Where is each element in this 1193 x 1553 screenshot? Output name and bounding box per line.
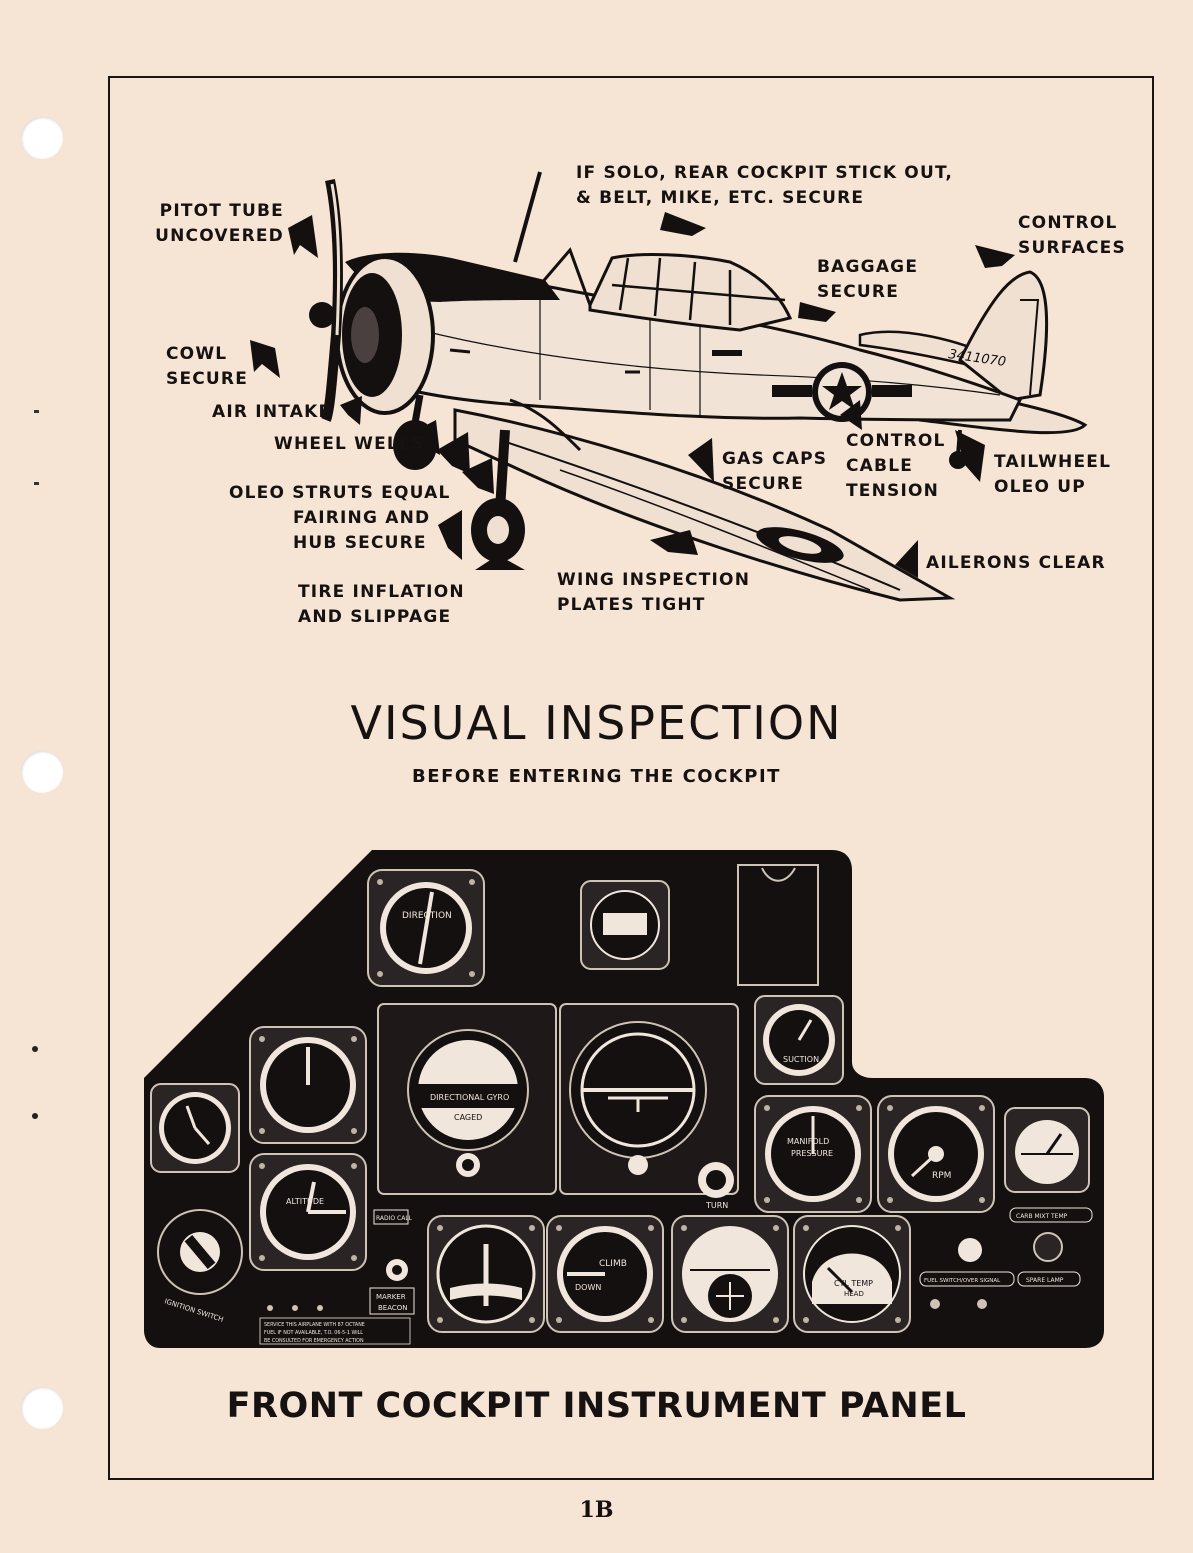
suction-label: SUCTION (783, 1055, 819, 1064)
manifold-label: MANIFOLD (787, 1137, 829, 1146)
fuel-warning-lamp (958, 1238, 982, 1262)
ignition-switch (157, 1209, 243, 1295)
service-note-line1: SERVICE THIS AIRPLANE WITH 87 OCTANE (264, 1322, 365, 1328)
cyl-temp-label: CYL TEMP (834, 1279, 873, 1288)
cylinder-head-temp-gauge: CYL TEMP HEAD (793, 1215, 911, 1333)
service-note-line3: BE CONSULTED FOR EMERGENCY ACTION (264, 1338, 364, 1344)
margin-mark (34, 410, 39, 413)
compass-label: DIRECTION (402, 911, 452, 921)
fuel-switch-placard: FUEL SWITCH/OVER SIGNAL (924, 1278, 1001, 1284)
page-frame (108, 76, 1154, 1480)
spare-lamp-placard: SPARE LAMP (1026, 1277, 1064, 1284)
punch-hole (21, 1387, 63, 1429)
artificial-horizon (569, 1021, 707, 1175)
label-wheel-wells: WHEEL WELLS (274, 434, 425, 454)
margin-mark (32, 1113, 38, 1119)
marker-beacon-placard-line1: MARKER (376, 1293, 406, 1301)
turn-knob: TURN (698, 1162, 734, 1210)
radio-compass-gauge (580, 880, 670, 970)
turn-indicator-gauge (427, 1215, 545, 1333)
section-title: VISUAL INSPECTION (350, 696, 843, 750)
suction-gauge: SUCTION (754, 995, 844, 1085)
clock-gauge (150, 1083, 240, 1173)
label-ailerons-clear: AILERONS CLEAR (926, 553, 1106, 573)
climb-label: CLIMB (599, 1259, 627, 1269)
carb-mixt-temp-placard: CARB MIXT TEMP (1016, 1213, 1068, 1220)
label-oleo-struts: OLEO STRUTS EQUAL FAIRING AND HUB SECURE (229, 483, 451, 553)
service-note-line2: FUEL IF NOT AVAILABLE, T.O. 06-5-1 WILL (264, 1330, 363, 1336)
punch-hole (21, 117, 63, 159)
panel-title: FRONT COCKPIT INSTRUMENT PANEL (226, 1386, 967, 1426)
map-case (737, 864, 819, 986)
margin-mark (32, 1046, 38, 1052)
directional-gyro: DIRECTIONAL GYRO CAGED (407, 1029, 529, 1177)
carb-temp-gauge (1004, 1107, 1090, 1193)
turn-label: TURN (705, 1201, 728, 1210)
section-subtitle: BEFORE ENTERING THE COCKPIT (412, 766, 781, 787)
compass-gauge: DIRECTION (367, 869, 485, 987)
altimeter-gauge: ALTITUDE (249, 1153, 367, 1271)
marker-beacon-placard-line2: BEACON (378, 1304, 408, 1312)
trainer-aircraft-illustration: 3411070 (250, 171, 1088, 602)
down-label: DOWN (575, 1283, 601, 1292)
head-label: HEAD (844, 1290, 864, 1298)
engine-gauge-unit (671, 1215, 789, 1333)
margin-mark (34, 482, 39, 485)
manifold-pressure-gauge: MANIFOLD PRESSURE (754, 1095, 872, 1213)
altitude-label: ALTITUDE (286, 1197, 324, 1206)
punch-hole (21, 751, 63, 793)
pressure-label: PRESSURE (791, 1149, 833, 1158)
rpm-label: RPM (932, 1171, 951, 1181)
directional-gyro-label: DIRECTIONAL GYRO (430, 1093, 509, 1102)
label-solo-rear-cockpit: IF SOLO, REAR COCKPIT STICK OUT,& BELT, … (576, 163, 953, 208)
airspeed-gauge (249, 1026, 367, 1144)
tachometer-gauge: RPM (877, 1095, 995, 1213)
label-air-intake: AIR INTAKE (212, 402, 332, 422)
radio-call-placard: RADIO CALL (376, 1215, 413, 1222)
spare-lamp (1033, 1232, 1063, 1262)
page-number: 1B (579, 1497, 614, 1523)
rate-of-climb-gauge: CLIMB DOWN (546, 1215, 664, 1333)
instrument-panel: DIRECTION DIRECTIONAL GYRO CAGED TURN SU… (144, 850, 1104, 1348)
caged-label: CAGED (454, 1113, 482, 1122)
